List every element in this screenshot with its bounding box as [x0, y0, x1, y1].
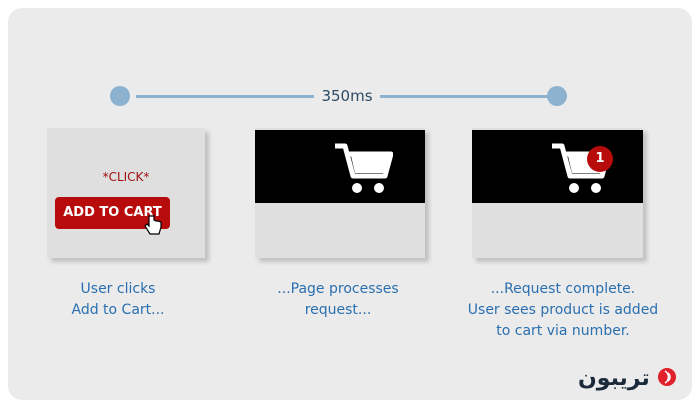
logo-text: تریبون [578, 366, 650, 391]
timeline-start-dot [110, 86, 130, 106]
header-bar [255, 130, 425, 203]
logo-mark-icon [658, 368, 677, 386]
caption-line: ...Request complete. [490, 281, 636, 297]
caption-line: to cart via number. [496, 323, 630, 339]
step3-caption: ...Request complete. User sees product is… [443, 279, 683, 342]
step2-caption: ...Page processes request... [248, 279, 428, 321]
timeline-end-dot [547, 86, 567, 106]
cart-count-badge: 1 [587, 146, 613, 172]
caption-line: User clicks [80, 281, 156, 297]
caption-line: request... [304, 302, 372, 318]
caption-line: ...Page processes [277, 281, 399, 297]
step1-panel: *CLICK* ADD TO CART [47, 128, 205, 258]
caption-line: User sees product is added [467, 302, 659, 318]
header-bar: 1 [472, 130, 643, 203]
duration-label: 350ms [314, 86, 380, 106]
cart-icon [335, 143, 393, 193]
click-label: *CLICK* [102, 170, 150, 184]
step2-panel [255, 128, 425, 258]
brand-logo: تریبون [578, 366, 677, 391]
caption-line: Add to Cart... [71, 302, 165, 318]
hand-cursor-icon [144, 215, 162, 235]
step3-panel: 1 [472, 128, 643, 258]
